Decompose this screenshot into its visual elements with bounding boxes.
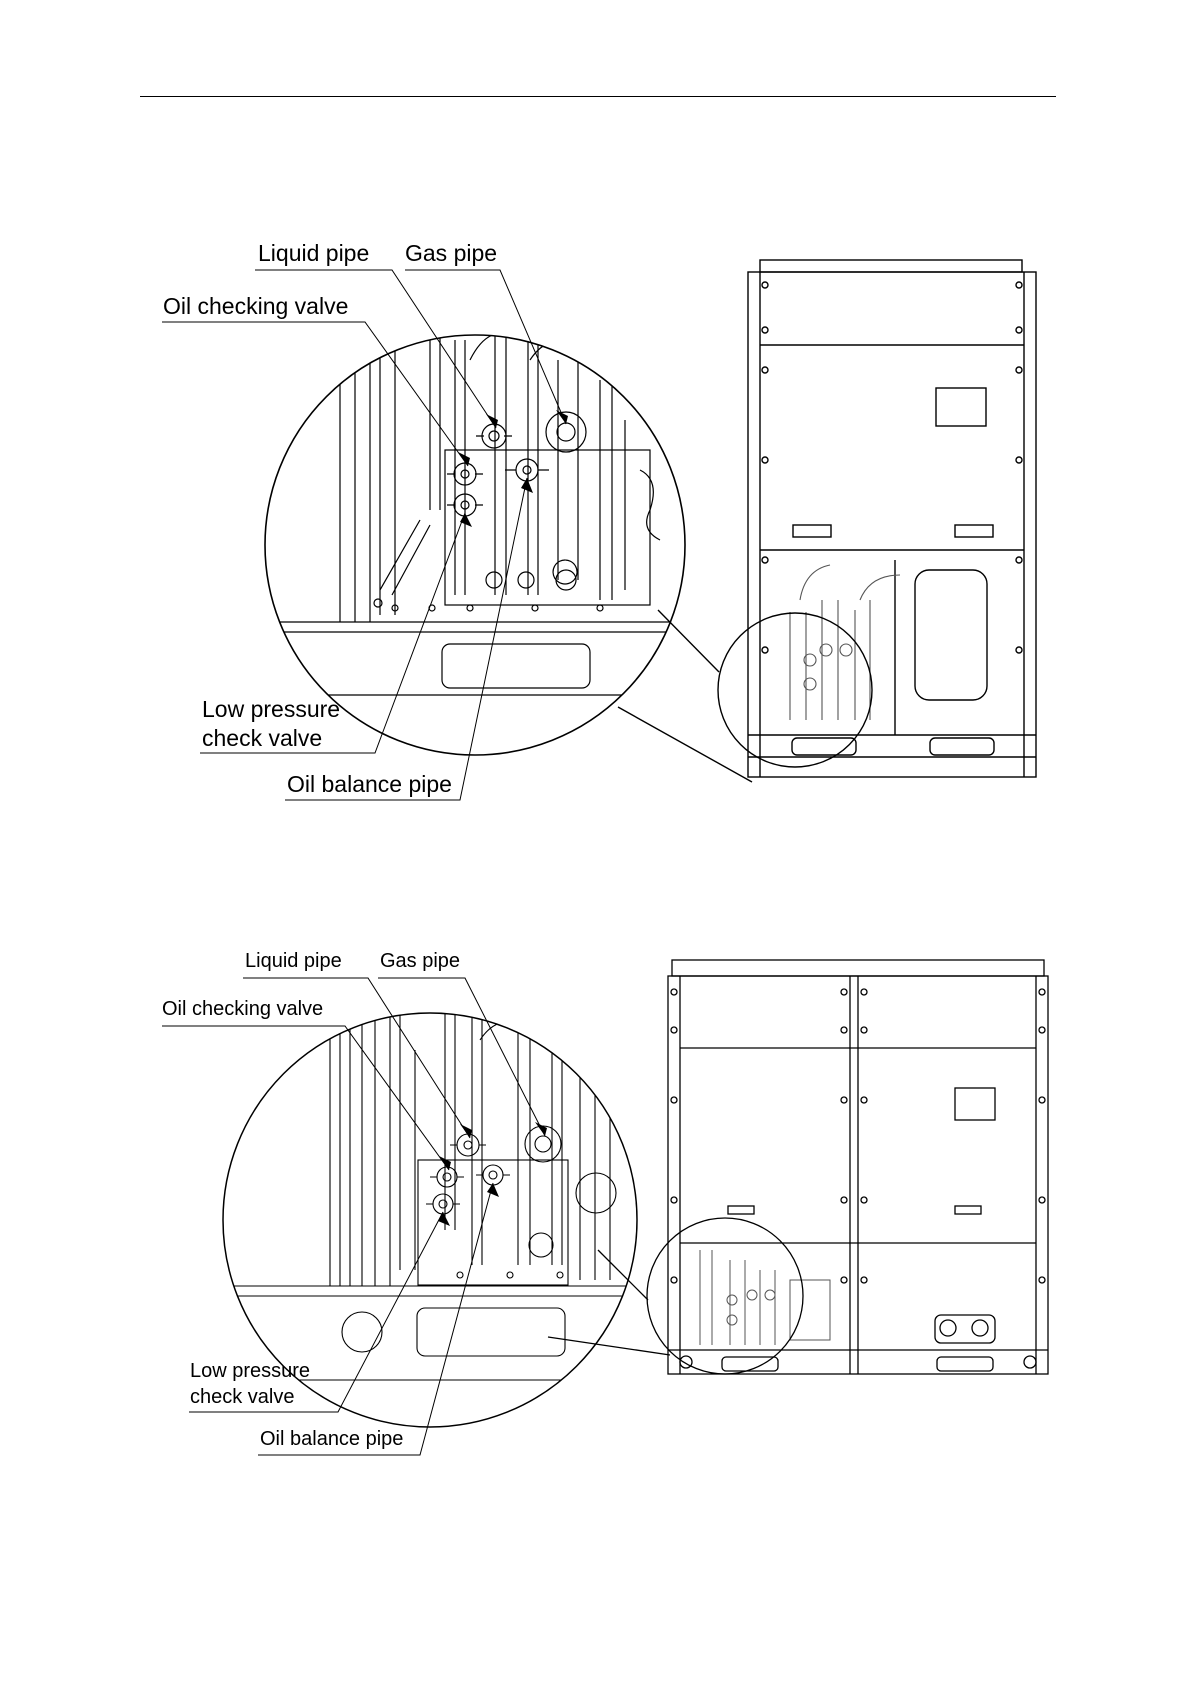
label-low-pressure-line1: Low pressure: [202, 696, 340, 722]
leader-lines: [162, 978, 545, 1455]
outdoor-unit-double-drawing: [668, 960, 1048, 1374]
label-liquid-pipe: Liquid pipe: [258, 240, 369, 266]
diagram-single-unit-drawing: [0, 0, 1191, 820]
label-oil-checking-valve: Oil checking valve: [162, 998, 323, 1021]
label-gas-pipe: Gas pipe: [380, 950, 460, 973]
magnified-valve-detail: [260, 320, 700, 695]
detail-circle-large: [265, 335, 685, 755]
leader-arrowheads: [438, 1122, 547, 1226]
diagram-double-unit: Liquid pipe Gas pipe Oil checking valve …: [0, 900, 1191, 1460]
connector-line-top: [598, 1250, 648, 1300]
detail-circle-small: [718, 613, 872, 767]
outdoor-unit-drawing: [748, 260, 1036, 777]
connector-line-top: [658, 610, 719, 672]
label-oil-balance-pipe: Oil balance pipe: [260, 1428, 403, 1451]
label-oil-checking-valve: Oil checking valve: [163, 293, 348, 319]
connector-line-bottom: [618, 707, 752, 782]
magnified-valve-detail: [220, 1000, 660, 1380]
label-oil-balance-pipe: Oil balance pipe: [287, 771, 452, 797]
label-gas-pipe: Gas pipe: [405, 240, 497, 266]
label-liquid-pipe: Liquid pipe: [245, 950, 342, 973]
diagram-single-unit: Liquid pipe Gas pipe Oil checking valve …: [0, 0, 1191, 820]
label-low-pressure-line1: Low pressure: [190, 1360, 310, 1383]
label-low-pressure-line2: check valve: [202, 725, 322, 751]
diagram-double-unit-drawing: [0, 900, 1191, 1460]
label-low-pressure-line2: check valve: [190, 1386, 295, 1409]
connector-line-bottom: [548, 1337, 670, 1355]
